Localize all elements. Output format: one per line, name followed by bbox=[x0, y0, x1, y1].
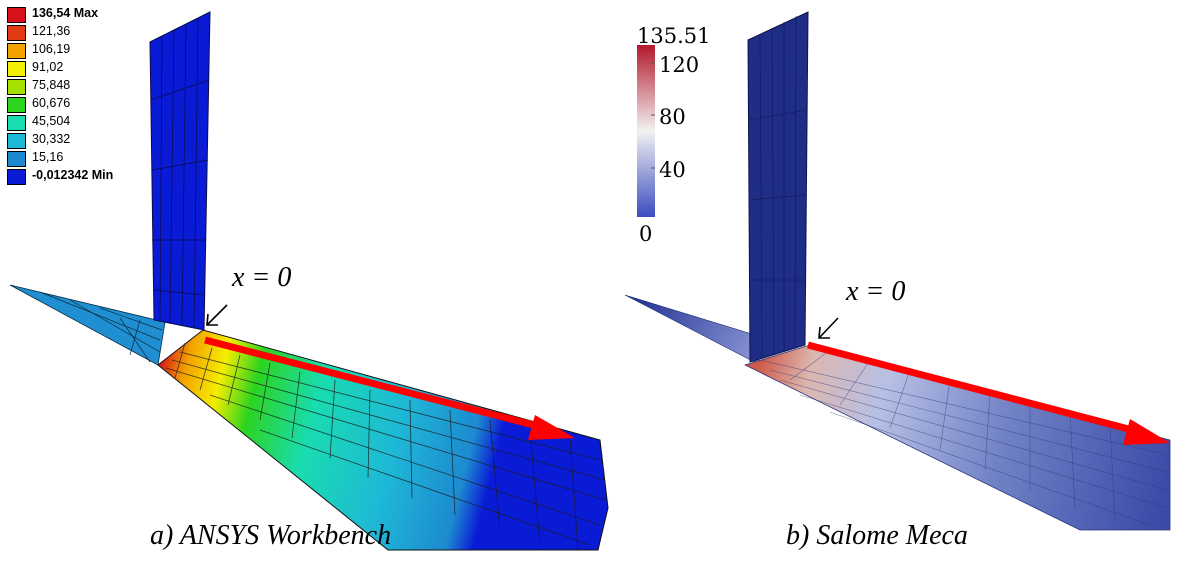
legend-swatch bbox=[7, 61, 26, 77]
panel-a-left-plate bbox=[9, 284, 166, 366]
legend-row: 60,676 bbox=[7, 95, 182, 113]
panel-a-flange bbox=[157, 329, 609, 551]
panel-b-model bbox=[624, 11, 1171, 531]
legend-row: 106,19 bbox=[7, 41, 182, 59]
legend-label: 60,676 bbox=[32, 96, 71, 110]
legend-swatch bbox=[7, 79, 26, 95]
panel-b-colorbar-tick-label: 120 bbox=[659, 53, 700, 77]
panel-a-legend: 136,54 Max 121,36 106,19 91,02 75,848 60,676 4… bbox=[7, 5, 182, 185]
legend-swatch bbox=[7, 151, 26, 167]
legend-row: 121,36 bbox=[7, 23, 182, 41]
legend-row: 45,504 bbox=[7, 113, 182, 131]
panel-a-arrow-head bbox=[528, 415, 575, 440]
panel-b-caption: b) Salome Meca bbox=[786, 520, 968, 551]
panel-a-mesh bbox=[165, 342, 606, 551]
panel-b-left-plate bbox=[624, 294, 761, 366]
panel-b-path-arrow bbox=[807, 341, 1141, 436]
legend-row: -0,012342 Min bbox=[7, 167, 182, 185]
panel-b-colorbar-tick-label: 80 bbox=[659, 105, 686, 129]
panel-a-caption: a) ANSYS Workbench bbox=[150, 520, 392, 551]
panel-b-colorbar-tick-label: 40 bbox=[659, 158, 686, 182]
panel-b-colorbar bbox=[637, 45, 655, 217]
panel-b-origin-label: x = 0 bbox=[846, 276, 906, 307]
legend-label: 121,36 bbox=[32, 24, 71, 38]
panel-b-web-plate bbox=[747, 11, 809, 363]
panel-b-flange bbox=[743, 344, 1171, 531]
panel-a-path-arrow bbox=[204, 336, 546, 432]
panel-a-origin-pointer bbox=[206, 304, 228, 326]
legend-swatch bbox=[7, 115, 26, 131]
legend-label: 75,848 bbox=[32, 78, 71, 92]
legend-row: 30,332 bbox=[7, 131, 182, 149]
panel-b-arrow-head bbox=[1123, 419, 1170, 445]
panel-b-colorbar-max-label: 135.51 bbox=[637, 24, 711, 48]
legend-label: 106,19 bbox=[32, 42, 71, 56]
panel-a-web-mesh bbox=[150, 17, 210, 329]
legend-label: 136,54 Max bbox=[32, 6, 99, 20]
legend-swatch bbox=[7, 133, 26, 149]
legend-label: 30,332 bbox=[32, 132, 71, 146]
legend-row: 91,02 bbox=[7, 59, 182, 77]
panel-b-colorbar-tick-label: 0 bbox=[639, 222, 653, 246]
legend-swatch bbox=[7, 169, 26, 185]
legend-swatch bbox=[7, 7, 26, 23]
legend-row: 75,848 bbox=[7, 77, 182, 95]
panel-b-mesh bbox=[759, 349, 1169, 526]
legend-row: 15,16 bbox=[7, 149, 182, 167]
legend-label: -0,012342 Min bbox=[32, 168, 114, 182]
panel-a-model bbox=[9, 11, 609, 551]
legend-label: 15,16 bbox=[32, 150, 64, 164]
panel-b-web-mesh bbox=[748, 15, 808, 359]
legend-swatch bbox=[7, 97, 26, 113]
legend-label: 45,504 bbox=[32, 114, 71, 128]
legend-swatch bbox=[7, 25, 26, 41]
panel-a-origin-label: x = 0 bbox=[232, 262, 292, 293]
legend-swatch bbox=[7, 43, 26, 59]
legend-label: 91,02 bbox=[32, 60, 64, 74]
legend-row: 136,54 Max bbox=[7, 5, 182, 23]
panel-b-origin-pointer bbox=[818, 317, 839, 339]
panel-b-colorbar-ticks bbox=[651, 62, 655, 169]
